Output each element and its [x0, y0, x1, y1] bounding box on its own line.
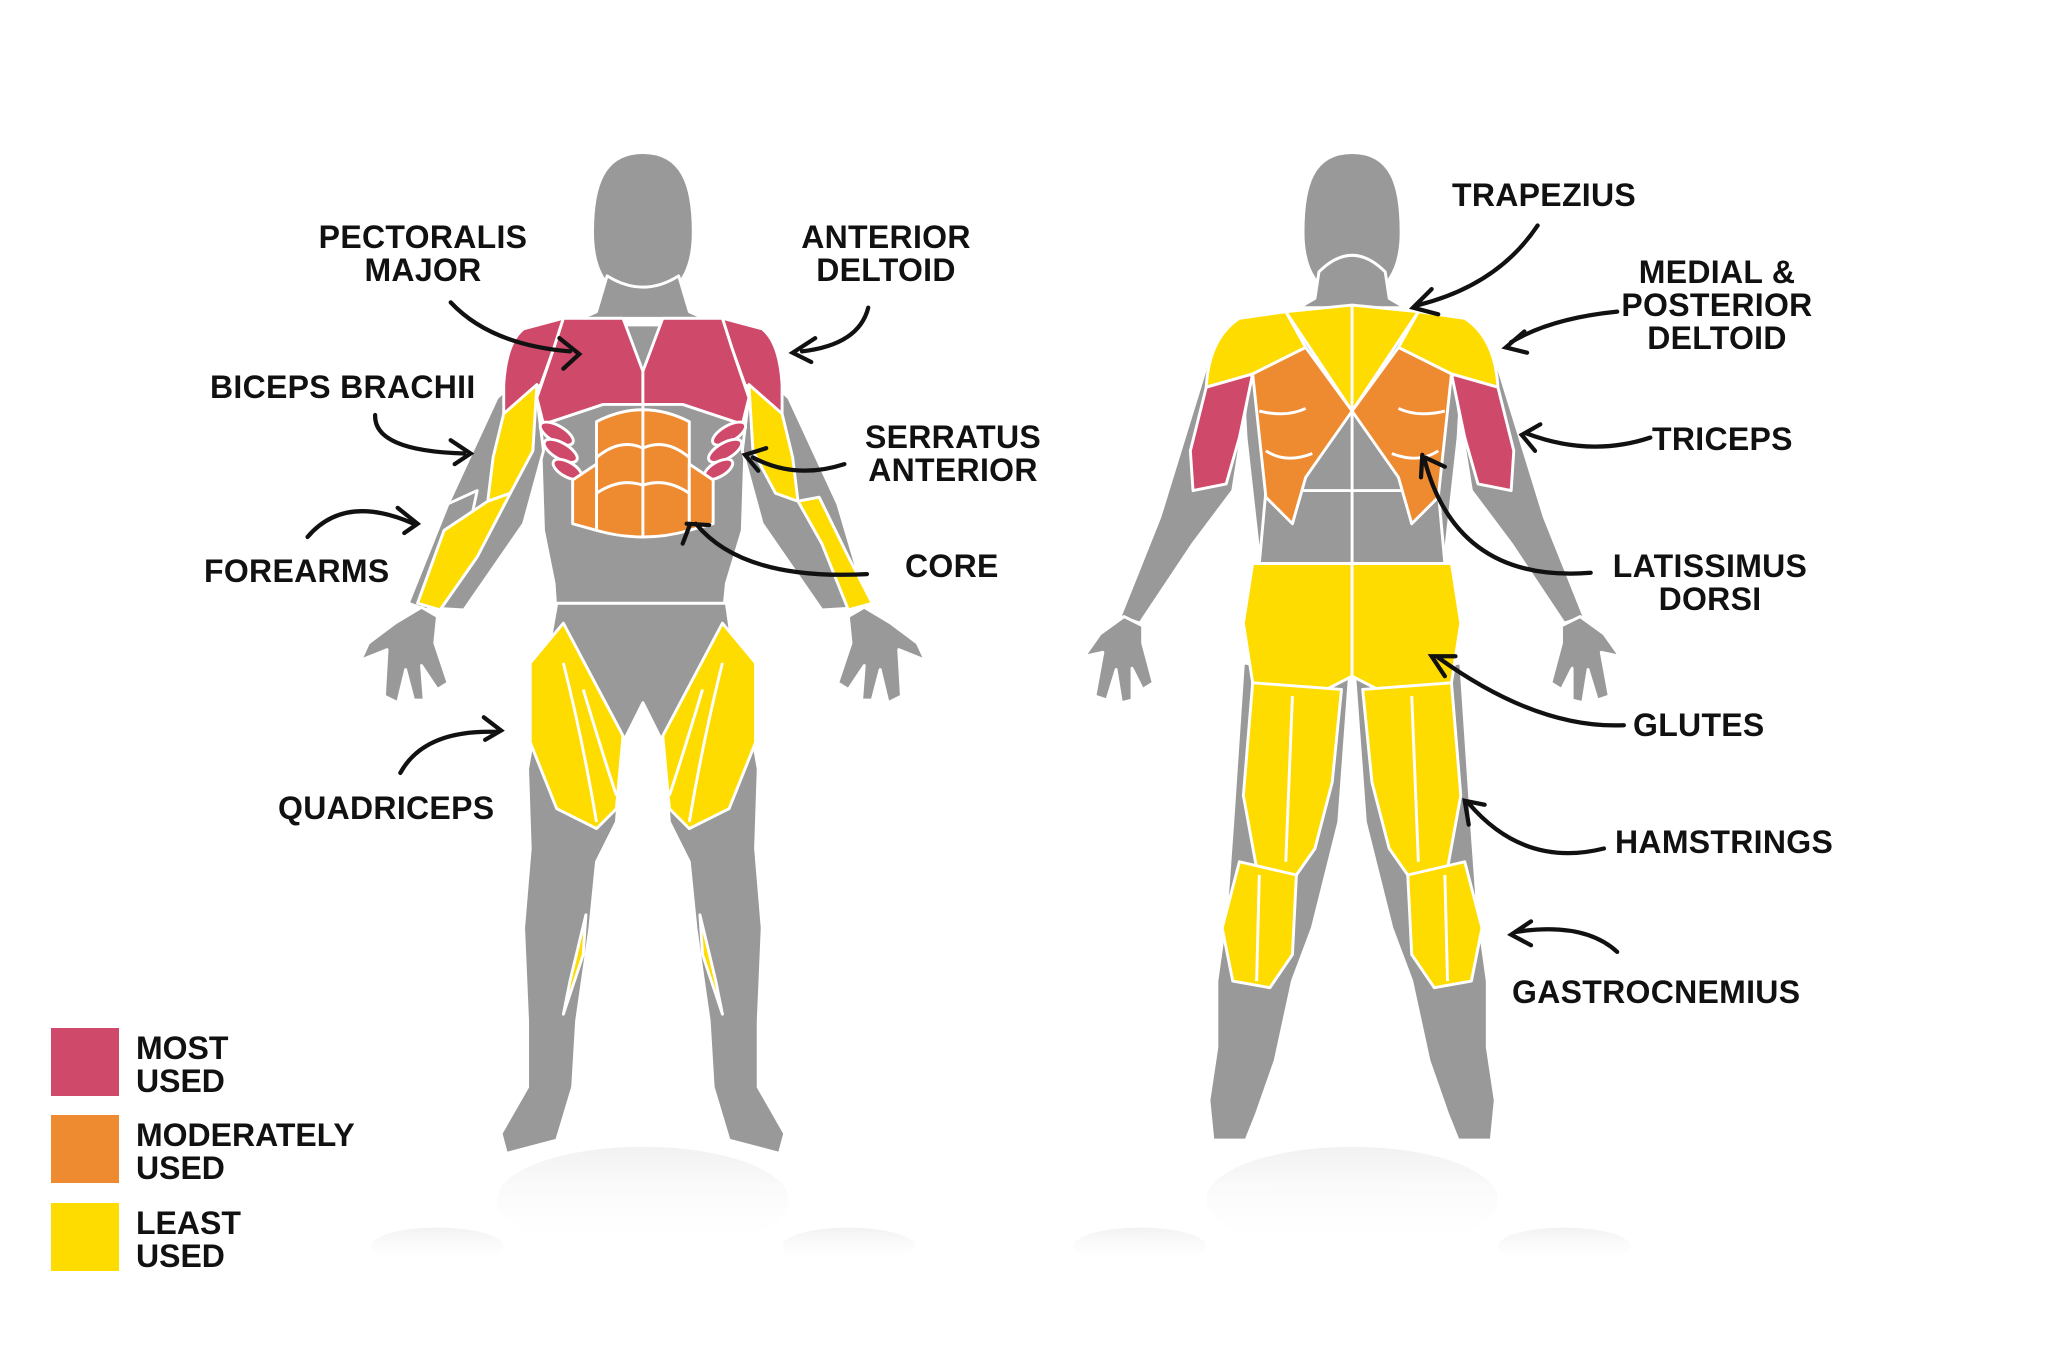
back-right-triceps	[1450, 372, 1516, 493]
label-serratus-anterior: SERRATUS ANTERIOR	[853, 421, 1053, 487]
label-text: CORE	[905, 548, 999, 584]
label-text: QUADRICEPS	[278, 790, 495, 826]
label-text: GASTROCNEMIUS	[1512, 974, 1801, 1010]
front-left-forearm-muscle	[416, 491, 512, 612]
label-biceps-brachii: BICEPS BRACHII	[210, 371, 476, 404]
label-text: SERRATUS ANTERIOR	[864, 419, 1042, 488]
back-reflection	[1073, 1146, 1631, 1265]
legend-item-moderately-used: MODERATELY USED	[51, 1115, 355, 1185]
label-text: HAMSTRINGS	[1615, 824, 1834, 860]
arrow-rear-deltoid	[1501, 309, 1620, 355]
front-abs-rows	[595, 404, 691, 537]
label-text: PECTORALIS MAJOR	[318, 219, 528, 288]
front-quad-lines	[561, 662, 724, 823]
arrow-trapezius	[1408, 223, 1540, 317]
arrow-anterior-deltoid	[788, 305, 871, 365]
label-text: ANTERIOR DELTOID	[801, 219, 971, 288]
label-quadriceps: QUADRICEPS	[278, 792, 494, 825]
legend-label: LEAST USED	[136, 1205, 241, 1274]
front-right-forearm-muscle	[796, 495, 874, 612]
back-left-hand	[1082, 615, 1155, 705]
back-ham-lines	[1284, 695, 1420, 862]
label-text: TRICEPS	[1652, 421, 1793, 457]
legend-item-least-used: LEAST USED	[51, 1203, 241, 1273]
front-right-biceps	[747, 383, 800, 503]
legend-label: MOST USED	[136, 1030, 229, 1099]
label-triceps: TRICEPS	[1652, 423, 1793, 456]
leader-arrows	[305, 223, 1653, 955]
arrow-forearms	[305, 505, 422, 540]
back-left-lat	[1251, 345, 1354, 526]
legend-swatch-most-used	[51, 1028, 119, 1096]
back-figure	[1073, 151, 1631, 1265]
back-right-hamstring	[1361, 681, 1463, 877]
label-core: CORE	[905, 550, 999, 583]
label-text: TRAPEZIUS	[1452, 177, 1637, 213]
back-calf-lines	[1255, 874, 1449, 982]
label-forearms: FOREARMS	[204, 555, 390, 588]
arrow-core	[680, 521, 870, 577]
front-right-hand	[836, 605, 927, 705]
arrow-serratus	[741, 446, 847, 473]
label-text: FOREARMS	[204, 553, 390, 589]
label-hamstrings: HAMSTRINGS	[1615, 826, 1833, 859]
label-glutes: GLUTES	[1633, 709, 1765, 742]
front-left-oblique	[571, 462, 598, 532]
arrow-quadriceps	[398, 715, 505, 776]
legend-item-most-used: MOST USED	[51, 1028, 228, 1098]
arrow-gastrocnemius	[1507, 919, 1620, 955]
front-serratus-right	[702, 420, 748, 481]
legend-label: MODERATELY USED	[136, 1117, 355, 1186]
back-left-glute	[1241, 562, 1354, 702]
label-medial-posterior-deltoid: MEDIAL & POSTERIOR DELTOID	[1617, 256, 1817, 355]
front-right-shin	[698, 913, 724, 1016]
label-gastrocnemius: GASTROCNEMIUS	[1512, 976, 1800, 1009]
label-latissimus-dorsi: LATISSIMUS DORSI	[1600, 550, 1820, 616]
arrow-biceps	[373, 412, 475, 467]
arrow-triceps	[1518, 422, 1653, 453]
back-lat-lines	[1258, 407, 1446, 460]
arrow-latissimus	[1418, 452, 1593, 576]
front-left-hand	[359, 605, 450, 705]
arrow-hamstrings	[1462, 798, 1607, 856]
label-text: BICEPS BRACHII	[210, 369, 476, 405]
front-left-shin	[561, 913, 588, 1016]
front-right-pectoral	[641, 316, 751, 426]
arrow-pectoralis	[448, 300, 583, 371]
label-text: MEDIAL & POSTERIOR DELTOID	[1621, 254, 1813, 356]
back-left-hamstring	[1241, 681, 1343, 877]
label-anterior-deltoid: ANTERIOR DELTOID	[767, 221, 1005, 287]
arrow-glutes	[1427, 654, 1626, 728]
label-text: LATISSIMUS DORSI	[1612, 548, 1808, 617]
front-figure	[359, 151, 927, 1265]
back-right-glute	[1350, 562, 1463, 702]
legend-swatch-least-used	[51, 1203, 119, 1271]
front-reflection	[371, 1146, 915, 1265]
label-text: GLUTES	[1633, 707, 1765, 743]
front-serratus-left	[538, 420, 584, 481]
back-right-hand	[1549, 615, 1622, 705]
legend-swatch-moderately-used	[51, 1115, 119, 1183]
front-left-pectoral	[535, 316, 645, 426]
back-left-triceps	[1188, 372, 1255, 493]
label-pectoralis-major: PECTORALIS MAJOR	[310, 221, 536, 287]
label-trapezius: TRAPEZIUS	[1452, 179, 1636, 212]
